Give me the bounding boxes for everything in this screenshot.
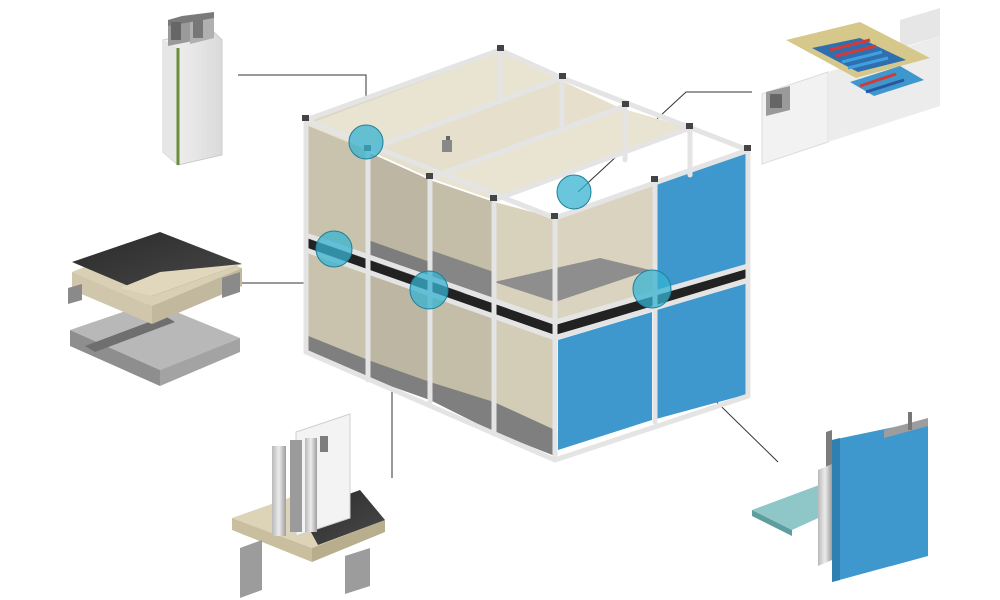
facade-panel-upper — [655, 153, 748, 296]
facade-panel-lower-1 — [558, 312, 652, 450]
services-penetration-icon — [761, 8, 940, 165]
callout-marker-facade — [632, 269, 672, 309]
callout-marker-wall-joint — [409, 270, 449, 310]
wall-joint-icon — [232, 413, 385, 598]
upper-side-wall — [306, 125, 368, 262]
upper-floor-3 — [494, 258, 650, 302]
leader-line-services — [577, 91, 752, 193]
facade-panel-icon — [752, 412, 928, 582]
callout-marker-roof — [348, 124, 384, 160]
floor-slab-icon — [68, 232, 242, 386]
callout-marker-floor — [315, 230, 353, 268]
callout-marker-services — [556, 174, 592, 210]
upper-box-2 — [368, 80, 620, 178]
storey-band — [306, 238, 750, 335]
callout-markers — [315, 124, 672, 310]
modular-building — [302, 45, 751, 463]
steel-column-icon — [162, 12, 223, 166]
facade-panel-lower-2 — [656, 283, 748, 419]
vent-fitting — [442, 136, 452, 152]
